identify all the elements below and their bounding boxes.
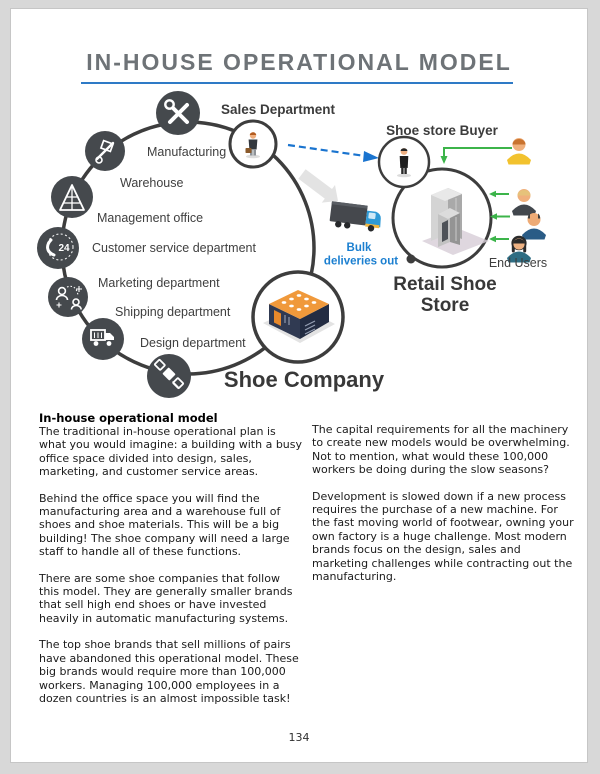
end-users-label: End Users: [489, 256, 547, 270]
department-label-design: Design department: [140, 336, 246, 350]
end-user-avatar-2: [512, 189, 536, 216]
flow-arrow-icon: [298, 169, 338, 203]
marketing-network-icon: [48, 277, 88, 317]
buyer-icon: [397, 148, 411, 178]
department-label-manufacturing: Manufacturing: [147, 145, 226, 159]
delivery-truck-icon: [329, 201, 381, 232]
manufacturing-wrench-icon: [156, 91, 200, 135]
article-right-column: The capital requirements for all the mac…: [312, 423, 576, 596]
bulk-deliveries-label-line1: Bulk: [347, 242, 373, 254]
sales-department-label: Sales Department: [221, 102, 336, 117]
end-user-arrows: [440, 147, 512, 243]
retail-store-label-line1: Retail Shoe: [393, 274, 496, 295]
warehouse-hand-truck-icon: [85, 131, 125, 171]
department-label-shipping: Shipping department: [115, 305, 231, 319]
shoe-store-buyer-label: Shoe store Buyer: [386, 123, 499, 138]
svg-text:24: 24: [58, 243, 70, 254]
retail-store-label-line2: Store: [421, 295, 470, 316]
bulk-deliveries-label-line2: deliveries out: [324, 256, 398, 268]
end-user-elbow-arrow-icon: [443, 147, 512, 157]
paragraph: Development is slowed down if a new proc…: [312, 489, 574, 584]
design-satellite-icon: [147, 354, 191, 398]
retail-store-building-icon: [422, 188, 489, 255]
salesman-icon: [245, 132, 260, 159]
paragraph: The traditional in-house operational pla…: [39, 425, 303, 479]
document-page: IN-HOUSE OPERATIONAL MODEL: [10, 8, 588, 763]
connector-dot: [406, 254, 416, 264]
department-label-warehouse: Warehouse: [120, 176, 184, 190]
title-underline: [81, 82, 513, 84]
shoe-company-label: Shoe Company: [224, 367, 385, 392]
article-heading: In-house operational model: [39, 411, 218, 425]
page-title: IN-HOUSE OPERATIONAL MODEL: [86, 49, 512, 75]
operational-model-diagram: 24: [37, 91, 547, 398]
paragraph: There are some shoe companies that follo…: [39, 571, 293, 625]
management-pyramid-icon: [51, 176, 93, 218]
department-label-marketing: Marketing department: [98, 276, 220, 290]
paragraph: Behind the office space you will find th…: [39, 491, 290, 559]
article-left-column: In-house operational model The tradition…: [39, 411, 303, 718]
sales-department-node: [228, 119, 278, 169]
end-user-avatar-4: [507, 235, 531, 263]
end-user-avatar-3: [522, 213, 546, 240]
factory-building-icon: [263, 290, 335, 343]
end-user-avatar-1: [507, 138, 531, 165]
shipping-truck-icon: [82, 318, 124, 360]
shoe-company-node: [251, 270, 345, 364]
paragraph: The top shoe brands that sell millions o…: [39, 638, 299, 705]
customer-service-24h-phone-icon: 24: [37, 227, 79, 269]
retail-store-node: [391, 167, 493, 269]
shoe-store-buyer-node: [377, 135, 431, 189]
department-label-customer-service: Customer service department: [92, 241, 256, 255]
paragraph: The capital requirements for all the mac…: [312, 423, 570, 477]
page-number: 134: [288, 731, 310, 744]
sales-to-buyer-arrow-icon: [287, 143, 379, 162]
department-label-management: Management office: [97, 211, 203, 225]
